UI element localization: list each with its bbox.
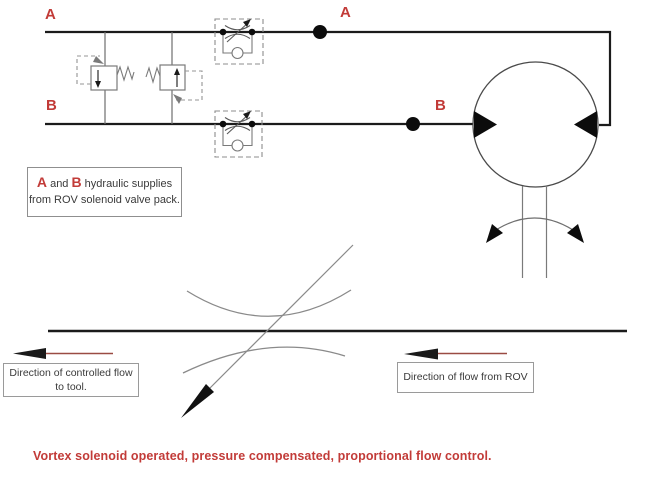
supplies-note-line2: from ROV solenoid valve pack. xyxy=(28,193,180,206)
port-label-b-left: B xyxy=(46,97,57,114)
supplies-note-a: A xyxy=(36,174,48,190)
check-valve-icon xyxy=(231,139,244,152)
supplies-note-box: A and B hydraulic supplies from ROV sole… xyxy=(27,167,182,217)
supplies-note-b: B xyxy=(71,174,82,190)
check-valve-icon xyxy=(231,46,244,60)
rov-flow-arrow-icon xyxy=(404,348,507,360)
supplies-note-line1: A and B hydraulic supplies xyxy=(28,172,181,193)
rov-flow-note-box: Direction of flow from ROV xyxy=(397,362,534,393)
port-label-a-left: A xyxy=(45,6,56,23)
bidirectional-motor-icon xyxy=(472,61,599,188)
rotation-arrow-icon xyxy=(486,217,584,243)
relief-valve-left-icon xyxy=(76,32,135,124)
vortex-flow-control-icon xyxy=(181,244,354,418)
diagram-caption: Vortex solenoid operated, pressure compe… xyxy=(33,449,492,463)
port-label-a-mid: A xyxy=(340,4,351,21)
controlled-flow-arrow-icon xyxy=(13,348,113,359)
motor-shaft xyxy=(521,186,548,278)
controlled-flow-line2: to tool. xyxy=(55,381,87,393)
relief-valve-right-icon xyxy=(145,32,203,124)
rov-flow-label: Direction of flow from ROV xyxy=(403,371,528,384)
supply-line-a xyxy=(45,30,612,127)
port-label-b-mid: B xyxy=(435,97,446,114)
controlled-flow-line1: Direction of controlled flow xyxy=(9,366,133,379)
junction-dot-b xyxy=(406,117,420,131)
junction-dot-a xyxy=(313,25,327,39)
controlled-flow-note-box: Direction of controlled flow to tool. xyxy=(3,363,139,397)
supplies-note-suffix: hydraulic supplies xyxy=(81,178,173,190)
flow-control-valve-b-icon xyxy=(214,110,263,158)
flow-control-valve-a-icon xyxy=(214,18,264,65)
supplies-note-and: and xyxy=(47,178,72,190)
